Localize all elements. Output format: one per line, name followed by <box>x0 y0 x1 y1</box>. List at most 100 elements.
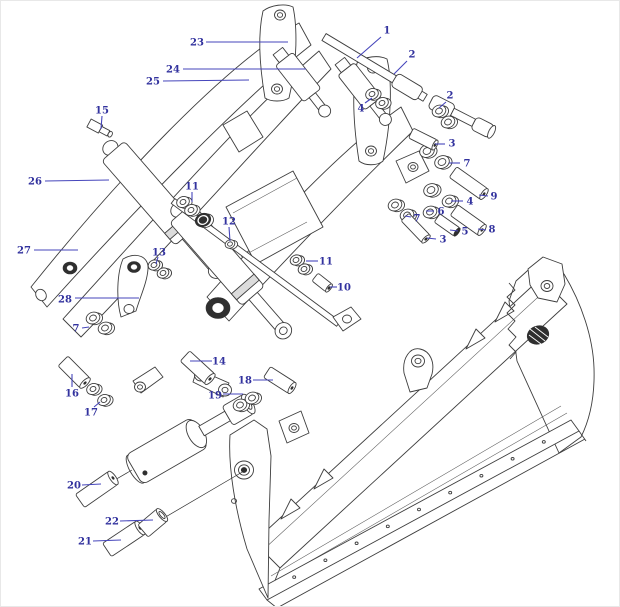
leader-line-17 <box>93 401 101 408</box>
leader-line-13 <box>155 256 159 265</box>
gusset <box>494 301 515 323</box>
leader-line-22 <box>119 519 154 522</box>
callout-9: 9 <box>491 191 498 202</box>
callout-7: 7 <box>414 213 421 224</box>
washer <box>176 196 193 209</box>
washer <box>434 155 453 170</box>
washer <box>244 391 262 406</box>
callout-19: 19 <box>208 390 222 401</box>
washer <box>423 183 442 198</box>
bracket-boss-hole <box>291 425 297 431</box>
pin <box>401 213 431 244</box>
pin <box>408 128 439 151</box>
callout-13: 13 <box>152 247 166 258</box>
pin <box>263 366 297 395</box>
pins <box>58 128 489 557</box>
leader-line-8 <box>477 228 487 231</box>
front-pivot-hole <box>212 303 224 314</box>
leader-line-7 <box>404 215 412 218</box>
gusset <box>313 468 334 490</box>
leader-line-7 <box>81 326 90 329</box>
boom-arm-rear <box>30 22 312 308</box>
edge-bolt-hole <box>292 575 297 579</box>
washer <box>224 239 239 250</box>
callout-11: 11 <box>185 181 199 192</box>
callout-11: 11 <box>319 256 333 267</box>
callout-21: 21 <box>78 536 92 547</box>
serrated-break-line <box>506 282 517 360</box>
callout-12: 12 <box>222 216 236 227</box>
lift-cylinder-right <box>170 202 293 340</box>
callout-18: 18 <box>238 375 252 386</box>
curved-link <box>117 255 149 318</box>
mount-block <box>222 110 264 153</box>
pin <box>75 470 119 508</box>
tie-rod <box>321 33 428 102</box>
hinge-boss-outer <box>234 460 254 480</box>
callout-14: 14 <box>212 356 226 367</box>
leader-line-5 <box>449 229 459 232</box>
leader-line-25 <box>162 79 250 82</box>
edge-bolt-hole <box>541 440 546 444</box>
bushing-collar <box>194 212 214 229</box>
bushing-sleeve <box>138 508 169 537</box>
washer <box>184 204 201 217</box>
callout-24: 24 <box>166 64 180 75</box>
washer <box>297 263 314 276</box>
hook-bracket <box>527 256 566 303</box>
leader-line-15 <box>100 115 103 130</box>
dogbone-eye-hole <box>221 386 229 394</box>
bucket-back-beam <box>253 277 568 569</box>
washer <box>97 321 115 336</box>
callout-22: 22 <box>105 516 119 527</box>
link-boss-hole <box>130 264 138 270</box>
leader-line-20 <box>81 483 102 486</box>
callout-27: 27 <box>17 245 31 256</box>
bucket-cylinder <box>125 393 256 484</box>
washer <box>387 198 405 213</box>
callout-5: 5 <box>462 226 469 237</box>
edge-bolt-hole <box>417 507 421 512</box>
bucket <box>229 256 595 606</box>
leader-line-21 <box>92 539 122 542</box>
callout-15: 15 <box>95 105 109 116</box>
gusset <box>280 498 301 520</box>
callout-16: 16 <box>65 388 79 399</box>
leader-line-9 <box>478 194 489 197</box>
callout-6: 6 <box>438 206 445 217</box>
washer <box>86 383 103 396</box>
callout-3: 3 <box>440 234 447 245</box>
callout-26: 26 <box>28 176 42 187</box>
callout-17: 17 <box>84 407 98 418</box>
bucket-side-plate-left <box>229 419 272 599</box>
pin <box>449 167 489 200</box>
edge-bolt-hole <box>354 541 359 546</box>
leader-line-12 <box>228 226 231 242</box>
callout-3: 3 <box>449 138 456 149</box>
cross-brace <box>225 170 324 265</box>
callout-2: 2 <box>447 90 454 101</box>
callout-25: 25 <box>146 76 160 87</box>
callout-1: 1 <box>384 25 391 36</box>
washer <box>440 115 458 130</box>
washer <box>422 205 440 220</box>
link-eye-hole <box>410 164 416 170</box>
leader-line-1 <box>356 36 382 59</box>
washer <box>289 254 306 267</box>
washer <box>85 311 103 326</box>
callout-2: 2 <box>409 49 416 60</box>
edge-bolt-hole <box>323 558 328 562</box>
hook-hole-inner <box>543 283 551 289</box>
lug-hole-inner <box>414 357 422 365</box>
washer <box>232 398 250 413</box>
gusset <box>465 328 486 350</box>
crank-eye-hole <box>273 86 281 92</box>
edge-bolt-hole <box>448 490 453 495</box>
edge-bolt-hole <box>479 473 484 478</box>
side-bolt <box>231 498 237 504</box>
callout-20: 20 <box>67 480 81 491</box>
washer <box>431 104 449 119</box>
